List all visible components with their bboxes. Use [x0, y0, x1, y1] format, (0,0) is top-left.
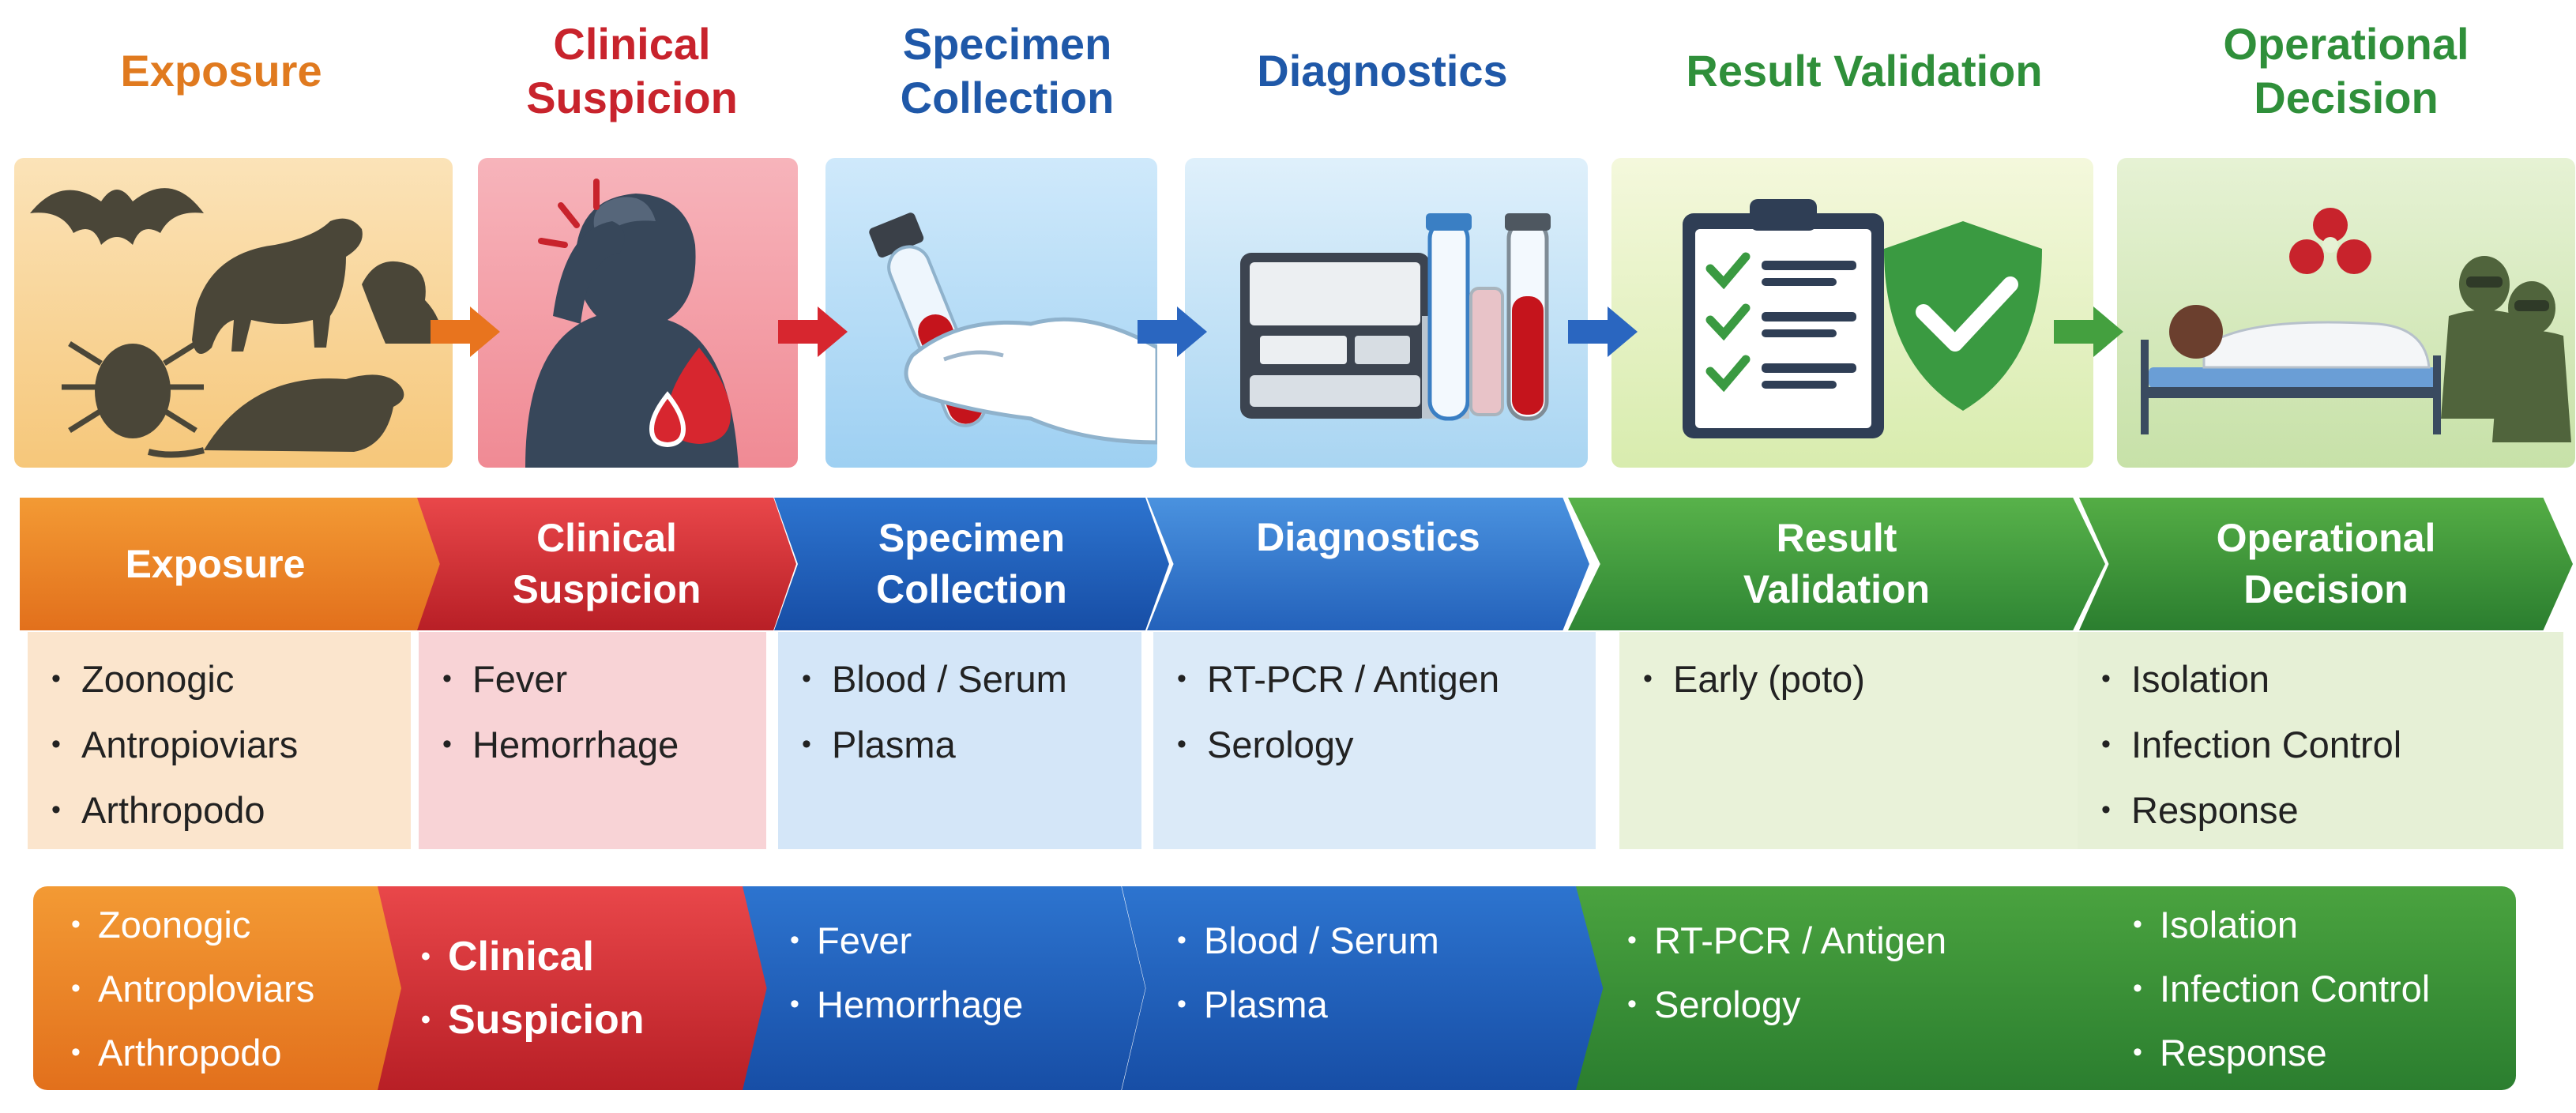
title-operational-decision: Operational Decision — [2133, 8, 2559, 134]
isolation-response-icon — [2141, 208, 2571, 442]
panel-operational-decision — [2117, 158, 2575, 468]
sick-patient-icon — [525, 179, 739, 468]
arrow-right-icon — [1568, 306, 1638, 357]
items-operational-decision: Isolation Infection Control Response — [2078, 632, 2563, 849]
arrow-right-icon — [2054, 306, 2123, 357]
items-result-validation: Early (poto) — [1619, 632, 2078, 849]
title-specimen-collection: Specimen Collection — [822, 8, 1193, 134]
list-item: Arthropodo — [51, 777, 411, 843]
chevron-specimen-collection: Specimen Collection — [774, 498, 1169, 630]
chevron-label: Suspicion — [512, 567, 701, 611]
chevron-label: Exposure — [125, 541, 306, 586]
title-line: Exposure — [120, 45, 322, 96]
items-exposure: Zoonogic Antropioviars Arthropodo — [28, 632, 411, 849]
band-segment-5: RT-PCR / Antigen Serology — [1576, 886, 2117, 1090]
arrow-right-icon — [431, 306, 500, 357]
chevron-label: Decision — [2243, 567, 2409, 611]
lab-analyzer-icon — [1240, 213, 1551, 421]
list-item: Response — [2101, 777, 2563, 843]
chevron-result-validation: Result Validation — [1568, 498, 2105, 630]
list-item: Infection Control — [2133, 957, 2516, 1021]
arrow-right-icon — [1138, 306, 1207, 357]
chevron-exposure: Exposure — [20, 498, 450, 630]
list-item: Serology — [1177, 712, 1596, 777]
list-item: RT-PCR / Antigen — [1627, 908, 2117, 972]
title-diagnostics: Diagnostics — [1193, 8, 1572, 134]
band-segment-3: Fever Hemorrhage — [743, 886, 1145, 1090]
band-segment-2: Clinical Suspicion — [378, 886, 773, 1090]
chevron-label: Specimen — [878, 516, 1066, 560]
title-clinical-suspicion: Clinical Suspicion — [442, 8, 822, 134]
items-diagnostics: RT-PCR / Antigen Serology — [1153, 632, 1596, 849]
checklist-shield-icon — [1683, 199, 2042, 438]
list-item: RT-PCR / Antigen — [1177, 646, 1596, 712]
chevron-label: Collection — [876, 567, 1067, 611]
chevron-diagnostics: Diagnostics — [1147, 498, 1589, 630]
list-item: Blood / Serum — [1177, 908, 1604, 972]
list-item: Antropioviars — [51, 712, 411, 777]
title-line: Collection — [900, 73, 1115, 122]
list-item: Infection Control — [2101, 712, 2563, 777]
list-item: Fever — [790, 908, 1145, 972]
title-line: Suspicion — [526, 73, 738, 122]
list-item: Blood / Serum — [802, 646, 1141, 712]
title-result-validation: Result Validation — [1596, 8, 2133, 134]
panel-exposure — [14, 158, 453, 468]
band-segment-1: Zoonogic Antroploviars Arthropodo — [33, 886, 412, 1090]
list-item: Suspicion — [421, 988, 773, 1051]
list-item: Zoonogic — [71, 893, 412, 957]
chevron-label: Operational — [2216, 516, 2436, 560]
chevron-label: Validation — [1743, 567, 1931, 611]
panel-result-validation — [1611, 158, 2093, 468]
items-clinical-suspicion: Fever Hemorrhage — [419, 632, 766, 849]
list-item: Fever — [442, 646, 766, 712]
list-item: Hemorrhage — [790, 972, 1145, 1036]
title-line: Diagnostics — [1257, 45, 1508, 96]
list-item: Plasma — [1177, 972, 1604, 1036]
list-item: Isolation — [2133, 893, 2516, 957]
list-item: Plasma — [802, 712, 1141, 777]
list-item: Zoonogic — [51, 646, 411, 712]
title-line: Clinical — [553, 18, 711, 69]
list-item: Early (poto) — [1643, 646, 2078, 712]
arrow-right-icon — [778, 306, 848, 357]
list-item: Antroploviars — [71, 957, 412, 1021]
title-line: Operational — [2223, 18, 2469, 69]
list-item: Hemorrhage — [442, 712, 766, 777]
chevron-label: Clinical — [536, 516, 677, 560]
chevron-label: Result — [1776, 516, 1897, 560]
title-exposure: Exposure — [0, 8, 442, 134]
band-segment-4: Blood / Serum Plasma — [1122, 886, 1604, 1090]
blood-tube-icon — [869, 212, 1157, 445]
panel-specimen-collection — [825, 158, 1157, 468]
title-line: Specimen — [902, 18, 1112, 69]
title-line: Decision — [2254, 73, 2439, 122]
list-item: Response — [2133, 1021, 2516, 1085]
list-item: Serology — [1627, 972, 2117, 1036]
title-line: Result Validation — [1686, 45, 2043, 96]
animal-vectors-icon — [30, 188, 445, 458]
chevron-operational-decision: Operational Decision — [2079, 498, 2573, 630]
panel-diagnostics — [1185, 158, 1588, 468]
items-specimen-collection: Blood / Serum Plasma — [778, 632, 1141, 849]
band-segment-6: Isolation Infection Control Response — [2085, 886, 2516, 1090]
list-item: Isolation — [2101, 646, 2563, 712]
panel-clinical-suspicion — [478, 158, 798, 468]
chevron-clinical-suspicion: Clinical Suspicion — [417, 498, 796, 630]
list-item: Clinical — [421, 925, 773, 988]
chevron-label: Diagnostics — [1256, 514, 1480, 559]
list-item: Arthropodo — [71, 1021, 412, 1085]
